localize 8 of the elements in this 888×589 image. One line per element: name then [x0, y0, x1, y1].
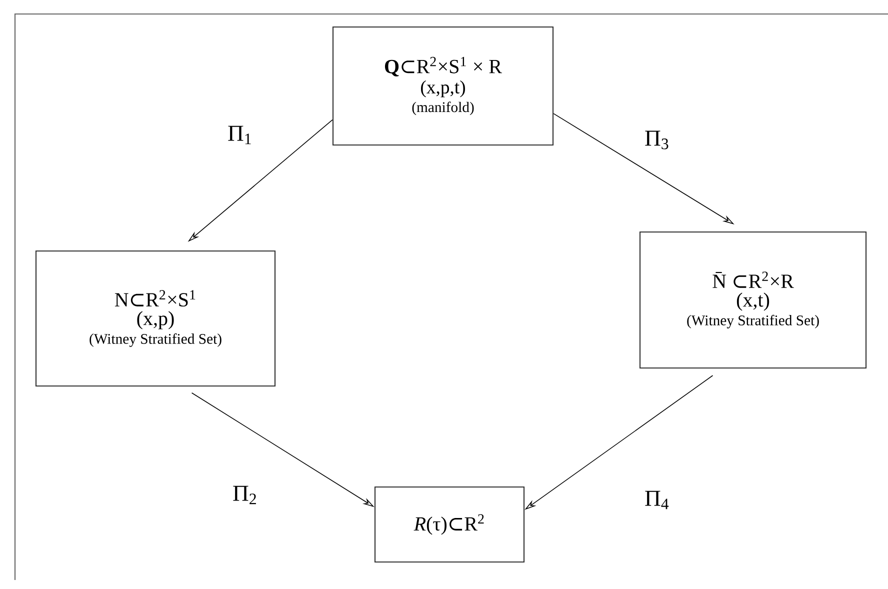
math-box: N⊂R$^{2}$×S$^{1}$ (x,p) (Witney Stratified Set) — [35, 250, 276, 387]
math-box: Q⊂R$^{2}$×S$^{1}$ × R (x,p,t) (manifold) — [332, 26, 554, 146]
math-box: R(τ)⊂R$^{2}$ — [374, 486, 525, 563]
math-box: N̄ ⊂R$^{2}$×R (x,t) (Witney Stratified Set) — [639, 231, 867, 369]
edge-label: Π$_{2}$ — [231, 484, 259, 506]
edge-label: Π$_{3}$ — [643, 129, 671, 151]
edge-label: Π$_{4}$ — [643, 490, 671, 510]
edge-label: Π$_{1}$ — [226, 124, 254, 146]
